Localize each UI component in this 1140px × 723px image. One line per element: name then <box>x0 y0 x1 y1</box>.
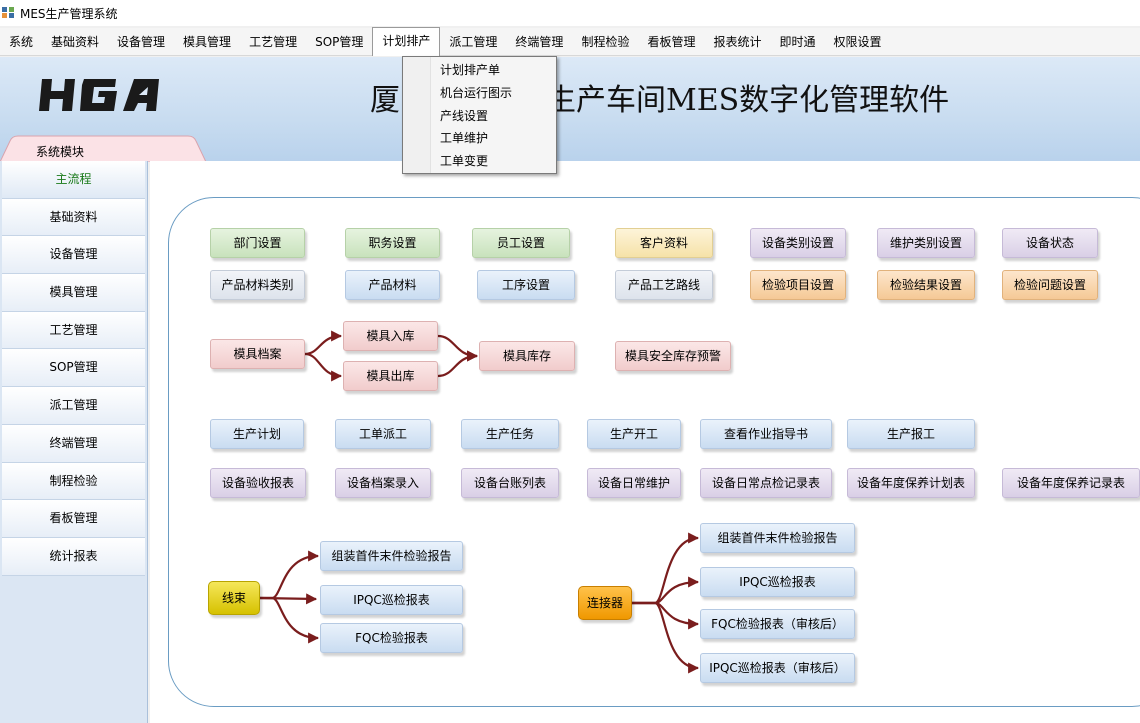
dropdown-item-3[interactable]: 工单维护 <box>440 131 489 146</box>
flow-row1-6[interactable]: 设备状态 <box>1002 228 1098 258</box>
sidebar-item-2[interactable]: 设备管理 <box>2 236 145 275</box>
flow-row1-1[interactable]: 职务设置 <box>345 228 440 258</box>
menu-8[interactable]: 终端管理 <box>515 34 564 49</box>
wire-root[interactable]: 线束 <box>208 581 260 615</box>
window-title: MES生产管理系统 <box>20 6 118 21</box>
flow-row4-4[interactable]: 查看作业指导书 <box>700 419 832 449</box>
sidebar-item-1[interactable]: 基础资料 <box>2 198 145 237</box>
menu-5[interactable]: SOP管理 <box>315 34 364 49</box>
flow-row5-2[interactable]: 设备台账列表 <box>461 468 559 498</box>
mold-out[interactable]: 模具出库 <box>343 361 438 391</box>
menu-4[interactable]: 工艺管理 <box>249 34 298 49</box>
dropdown-item-4[interactable]: 工单变更 <box>440 154 489 169</box>
flow-row5-6[interactable]: 设备年度保养记录表 <box>1002 468 1140 498</box>
flow-row2-2[interactable]: 工序设置 <box>477 270 575 300</box>
menu-11[interactable]: 报表统计 <box>713 34 762 49</box>
flow-arrow-8 <box>632 576 700 605</box>
wire-child-0[interactable]: 组装首件末件检验报告 <box>320 541 463 571</box>
app-icon <box>2 7 16 19</box>
connector-root[interactable]: 连接器 <box>578 586 632 620</box>
flow-row1-3[interactable]: 客户资料 <box>615 228 713 258</box>
flow-row5-5[interactable]: 设备年度保养计划表 <box>847 468 975 498</box>
header-banner: 厦生产车间MES数字化管理软件 系统模块 <box>0 57 1140 162</box>
flow-row5-0[interactable]: 设备验收报表 <box>210 468 306 498</box>
flow-arrow-7 <box>632 532 700 605</box>
flow-frame <box>168 197 1140 707</box>
flow-row5-4[interactable]: 设备日常点检记录表 <box>700 468 832 498</box>
connector-child-3[interactable]: IPQC巡检报表（审核后） <box>700 653 855 683</box>
module-tab-label: 系统模块 <box>36 145 85 159</box>
flow-row2-4[interactable]: 检验项目设置 <box>750 270 846 300</box>
plan-schedule-dropdown: 计划排产单机台运行图示产线设置工单维护工单变更 <box>402 56 557 174</box>
flow-row4-5[interactable]: 生产报工 <box>847 419 975 449</box>
flow-row4-2[interactable]: 生产任务 <box>461 419 559 449</box>
title-bar: MES生产管理系统 <box>0 0 1140 26</box>
mold-stock[interactable]: 模具库存 <box>479 341 575 371</box>
connector-child-1[interactable]: IPQC巡检报表 <box>700 567 855 597</box>
dropdown-item-0[interactable]: 计划排产单 <box>440 63 501 77</box>
flow-row5-1[interactable]: 设备档案录入 <box>335 468 431 498</box>
flow-row1-2[interactable]: 员工设置 <box>472 228 570 258</box>
menu-0[interactable]: 系统 <box>9 34 34 49</box>
flow-row5-3[interactable]: 设备日常维护 <box>587 468 681 498</box>
menu-6[interactable]: 计划排产 <box>372 27 441 56</box>
mold-archive[interactable]: 模具档案 <box>210 339 305 369</box>
sidebar-item-0[interactable]: 主流程 <box>2 161 145 199</box>
menu-2[interactable]: 设备管理 <box>117 34 166 49</box>
flow-row2-6[interactable]: 检验问题设置 <box>1002 270 1098 300</box>
dropdown-item-2[interactable]: 产线设置 <box>440 108 489 123</box>
menu-bar: 系统 基础资料 设备管理 模具管理 工艺管理 SOP管理计划排产派工管理 终端管理 制程检验 看… <box>0 27 1140 56</box>
flow-arrows <box>259 330 700 674</box>
connector-child-0[interactable]: 组装首件末件检验报告 <box>700 523 855 553</box>
connector-child-2[interactable]: FQC检验报表（审核后） <box>700 609 855 639</box>
menu-12[interactable]: 即时通 <box>779 34 816 49</box>
flow-row2-5[interactable]: 检验结果设置 <box>877 270 975 300</box>
flow-arrow-2 <box>437 334 479 362</box>
flow-row4-0[interactable]: 生产计划 <box>210 419 304 449</box>
flow-row1-4[interactable]: 设备类别设置 <box>750 228 846 258</box>
menu-9[interactable]: 制程检验 <box>581 34 630 49</box>
main-flow-panel: 部门设置 职务设置 员工设置 客户资料 设备类别设置 维护类别设置设备状态产品材料类别 产品… <box>150 161 1140 723</box>
flow-arrow-6 <box>260 596 320 644</box>
sidebar-item-4[interactable]: 工艺管理 <box>2 311 145 350</box>
wire-child-1[interactable]: IPQC巡检报表 <box>320 585 463 615</box>
sidebar-item-9[interactable]: 看板管理 <box>2 500 145 538</box>
sidebar-item-10[interactable]: 统计报表 <box>2 537 145 576</box>
flow-arrow-1 <box>304 352 343 382</box>
mold-in[interactable]: 模具入库 <box>343 321 438 351</box>
flow-arrow-4 <box>260 550 320 600</box>
flow-row2-3[interactable]: 产品工艺路线 <box>615 270 713 300</box>
sidebar-item-6[interactable]: 派工管理 <box>2 387 145 425</box>
hga-logo <box>39 79 159 111</box>
wire-child-2[interactable]: FQC检验报表 <box>320 623 463 653</box>
menu-10[interactable]: 看板管理 <box>647 34 696 49</box>
flow-row2-0[interactable]: 产品材料类别 <box>210 270 305 300</box>
dropdown-item-1[interactable]: 机台运行图示 <box>440 85 513 100</box>
flow-row4-3[interactable]: 生产开工 <box>587 419 681 449</box>
flow-row1-0[interactable]: 部门设置 <box>210 228 305 258</box>
sidebar-item-5[interactable]: SOP管理 <box>2 349 145 388</box>
menu-7[interactable]: 派工管理 <box>449 34 498 49</box>
menu-1[interactable]: 基础资料 <box>51 34 100 49</box>
flow-row1-5[interactable]: 维护类别设置 <box>877 228 975 258</box>
menu-13[interactable]: 权限设置 <box>833 34 882 49</box>
flow-arrow-0 <box>304 330 343 356</box>
flow-row2-1[interactable]: 产品材料 <box>345 270 440 300</box>
sidebar-item-3[interactable]: 模具管理 <box>2 274 145 312</box>
sidebar-item-7[interactable]: 终端管理 <box>2 424 145 463</box>
flow-row4-1[interactable]: 工单派工 <box>335 419 431 449</box>
mold-warning[interactable]: 模具安全库存预警 <box>615 341 731 371</box>
module-tab[interactable] <box>0 135 206 162</box>
sidebar-item-8[interactable]: 制程检验 <box>2 462 145 501</box>
menu-3[interactable]: 模具管理 <box>183 34 232 49</box>
banner-title: 厦生产车间MES数字化管理软件 <box>370 83 950 118</box>
flow-arrow-3 <box>437 350 479 378</box>
flow-arrow-9 <box>632 601 700 630</box>
flow-arrow-10 <box>632 601 700 674</box>
